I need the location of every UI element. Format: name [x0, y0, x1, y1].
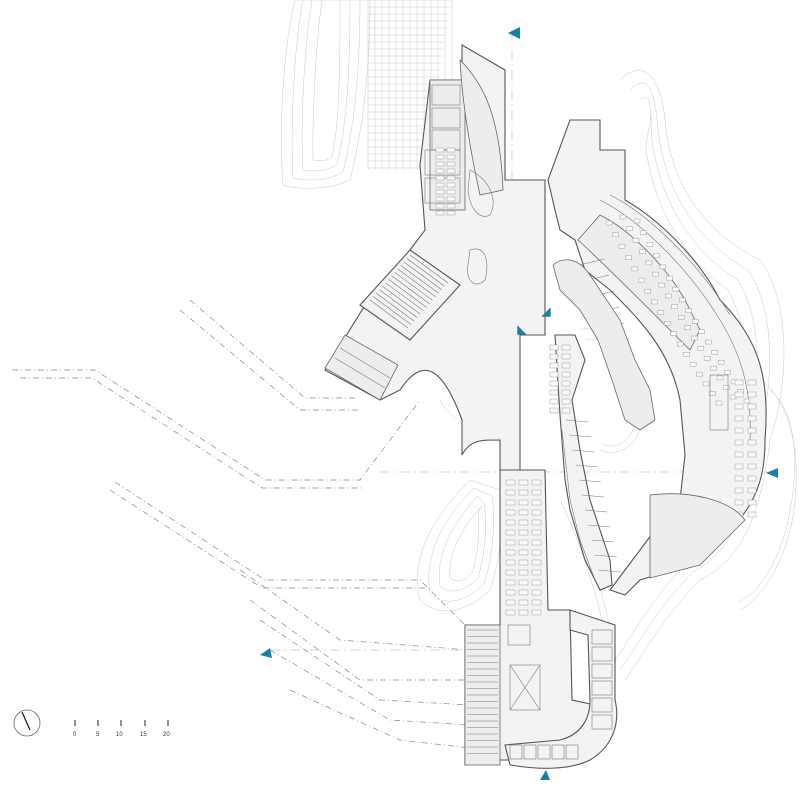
scale-tick-label: 5	[96, 732, 100, 738]
section-marker-icon	[542, 308, 551, 317]
scale-bar: 0 5 10 15 20	[73, 720, 170, 738]
section-marker-icon	[540, 770, 550, 780]
section-marker-icon	[260, 648, 272, 658]
scale-tick-label: 10	[116, 732, 123, 738]
scale-tick-label: 0	[73, 732, 77, 738]
section-marker-icon	[508, 27, 520, 39]
north-arrow-icon	[13, 709, 41, 737]
site-paths	[12, 299, 471, 749]
section-markers	[260, 27, 778, 780]
scale-tick-label: 20	[163, 732, 170, 738]
section-marker-icon	[766, 468, 778, 478]
section-marker-icon	[517, 326, 526, 335]
scale-tick-label: 15	[140, 732, 147, 738]
building-plan	[324, 44, 767, 769]
